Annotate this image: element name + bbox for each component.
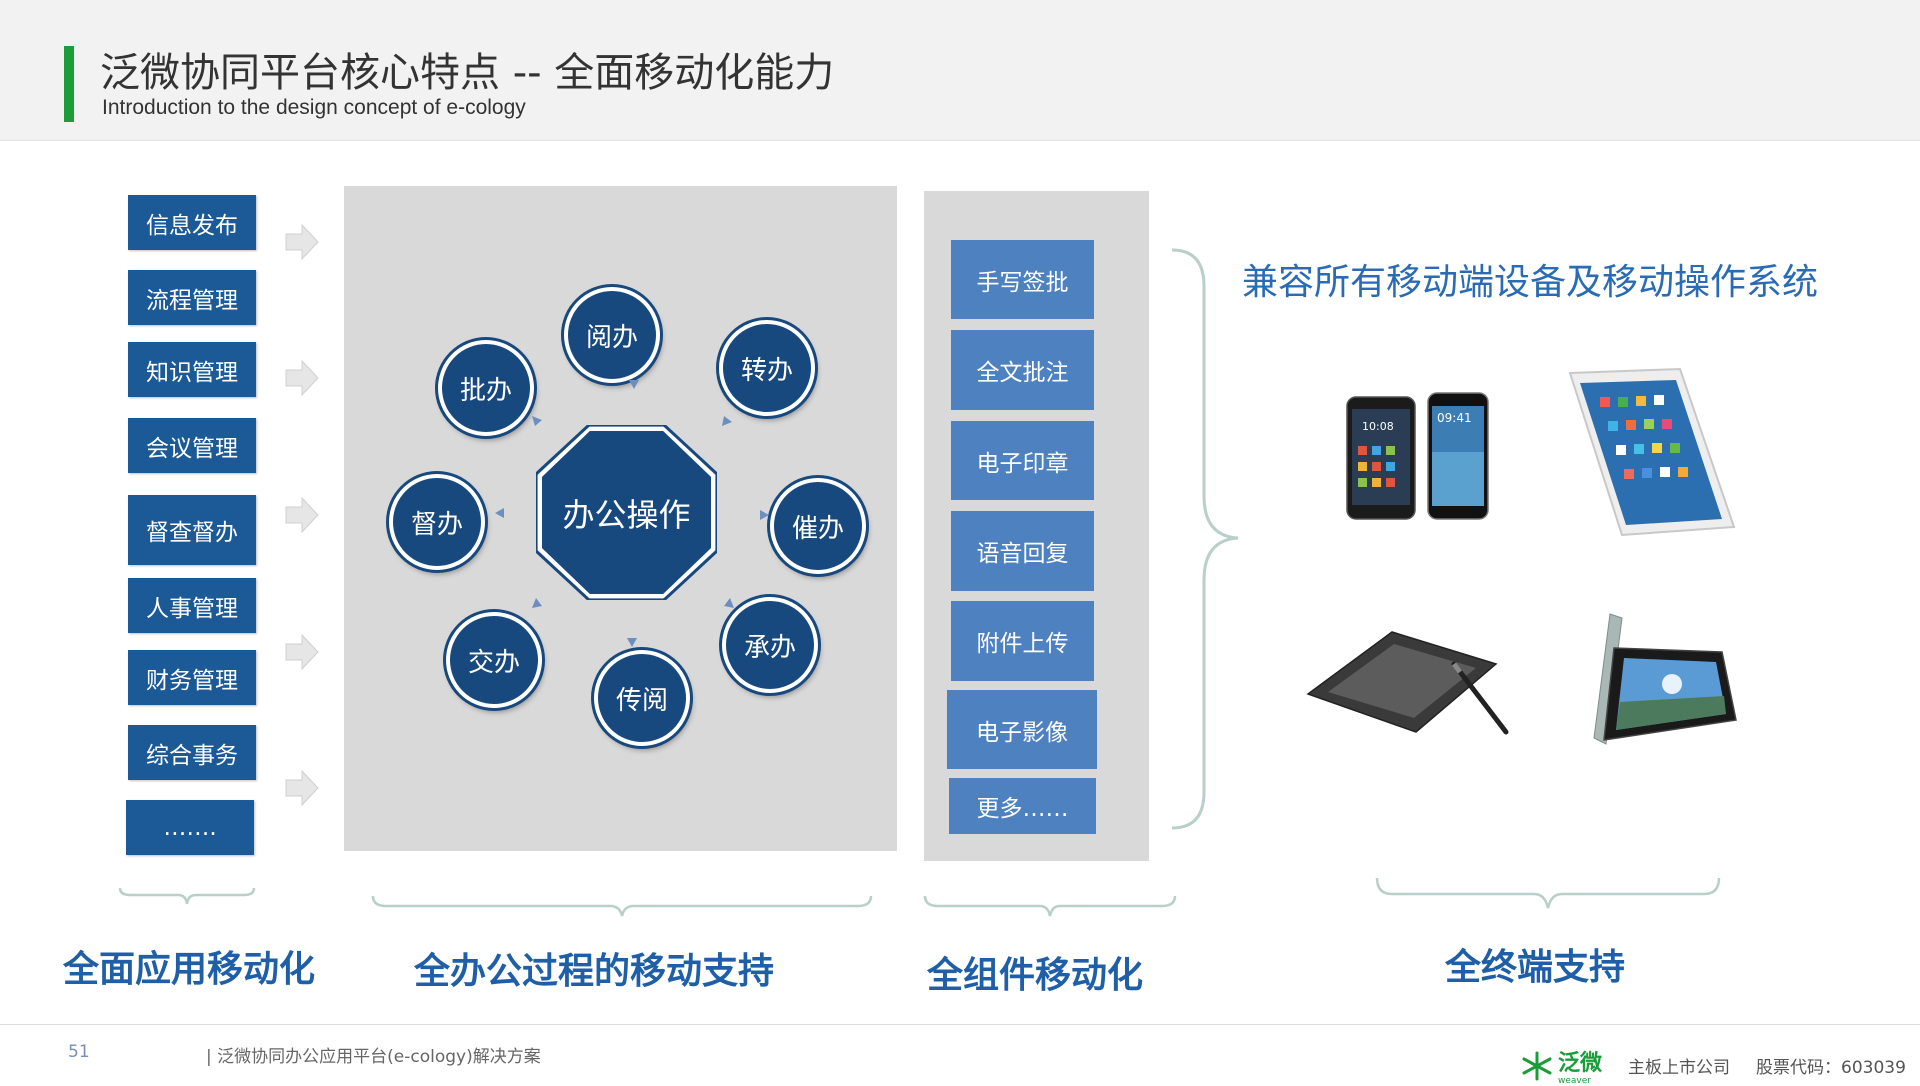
module-finance: 财务管理 — [128, 650, 256, 705]
bracket-bottom — [923, 895, 1177, 917]
small-arrow-icon — [724, 598, 734, 608]
phone-time-2: 09:41 — [1437, 411, 1472, 425]
tablet-icon — [1568, 367, 1736, 537]
arrow-right-icon — [285, 223, 319, 261]
label-apps-mobile: 全面应用移动化 — [63, 949, 316, 990]
module-meeting: 会议管理 — [128, 418, 256, 473]
arrow-right-icon — [285, 496, 319, 534]
arrow-right-icon — [285, 769, 319, 807]
footer-doc-title: | 泛微协同办公应用平台(e-cology)解决方案 — [206, 1047, 541, 1067]
module-supervision: 督查督办 — [128, 495, 256, 565]
smartphone-icon: 09:41 — [1427, 392, 1489, 520]
small-arrow-icon — [722, 416, 732, 426]
smartphone-icon: 10:08 — [1346, 396, 1416, 520]
writing-tablet-icon — [1306, 631, 1509, 735]
comp-e-seal: 电子印章 — [951, 421, 1094, 500]
logo-sub: weaver — [1558, 1076, 1591, 1086]
small-arrow-icon — [627, 638, 637, 647]
footer-divider — [0, 1024, 1920, 1025]
op-supervise: 督办 — [389, 474, 485, 570]
small-arrow-icon — [495, 508, 504, 518]
comp-voice-reply: 语音回复 — [951, 511, 1094, 591]
label-process-mobile: 全办公过程的移动支持 — [414, 951, 775, 992]
page-subtitle: Introduction to the design concept of e-… — [102, 96, 526, 119]
comp-handwriting: 手写签批 — [951, 240, 1094, 319]
op-assign: 交办 — [446, 612, 542, 708]
module-more: ……. — [126, 800, 254, 855]
curly-bracket-right — [1171, 248, 1239, 830]
op-circulate: 传阅 — [594, 650, 690, 746]
module-info-publish: 信息发布 — [128, 195, 256, 250]
android-tablet-icon — [1593, 613, 1737, 745]
listed-company-text: 主板上市公司 — [1628, 1058, 1731, 1078]
title-accent-bar — [64, 46, 74, 122]
compatibility-text: 兼容所有移动端设备及移动操作系统 — [1242, 262, 1819, 303]
op-urge: 催办 — [770, 478, 866, 574]
op-approve: 批办 — [438, 340, 534, 436]
label-terminals: 全终端支持 — [1445, 947, 1626, 988]
small-arrow-icon — [629, 380, 639, 389]
comp-e-image: 电子影像 — [947, 690, 1097, 769]
office-operation-label: 办公操作 — [562, 495, 691, 534]
page-title: 泛微协同平台核心特点 -- 全面移动化能力 — [100, 50, 835, 96]
page-number: 51 — [68, 1042, 90, 1062]
office-operation-octagon — [536, 425, 717, 600]
comp-annotation: 全文批注 — [951, 330, 1094, 410]
stock-code-text: 股票代码：603039 — [1756, 1058, 1906, 1078]
label-components-mobile: 全组件移动化 — [927, 955, 1144, 996]
module-knowledge: 知识管理 — [128, 342, 256, 397]
logo-text: 泛微 — [1558, 1051, 1603, 1076]
module-workflow: 流程管理 — [128, 270, 256, 325]
small-arrow-icon — [760, 510, 769, 520]
comp-attachment: 附件上传 — [951, 601, 1094, 681]
comp-more: 更多…… — [949, 778, 1096, 834]
arrow-right-icon — [285, 359, 319, 397]
op-transfer: 转办 — [719, 320, 815, 416]
module-hr: 人事管理 — [128, 578, 256, 633]
small-arrow-icon — [532, 598, 542, 608]
phone-time-1: 10:08 — [1362, 420, 1394, 433]
bracket-bottom — [371, 895, 873, 917]
arrow-right-icon — [285, 633, 319, 671]
op-undertake: 承办 — [722, 597, 818, 693]
op-read: 阅办 — [564, 287, 660, 383]
bracket-bottom — [1375, 877, 1721, 909]
bracket-bottom — [118, 887, 256, 905]
weaver-logo-icon — [1522, 1051, 1552, 1080]
header-band — [0, 0, 1920, 141]
module-general-affairs: 综合事务 — [128, 725, 256, 780]
small-arrow-icon — [532, 416, 542, 426]
